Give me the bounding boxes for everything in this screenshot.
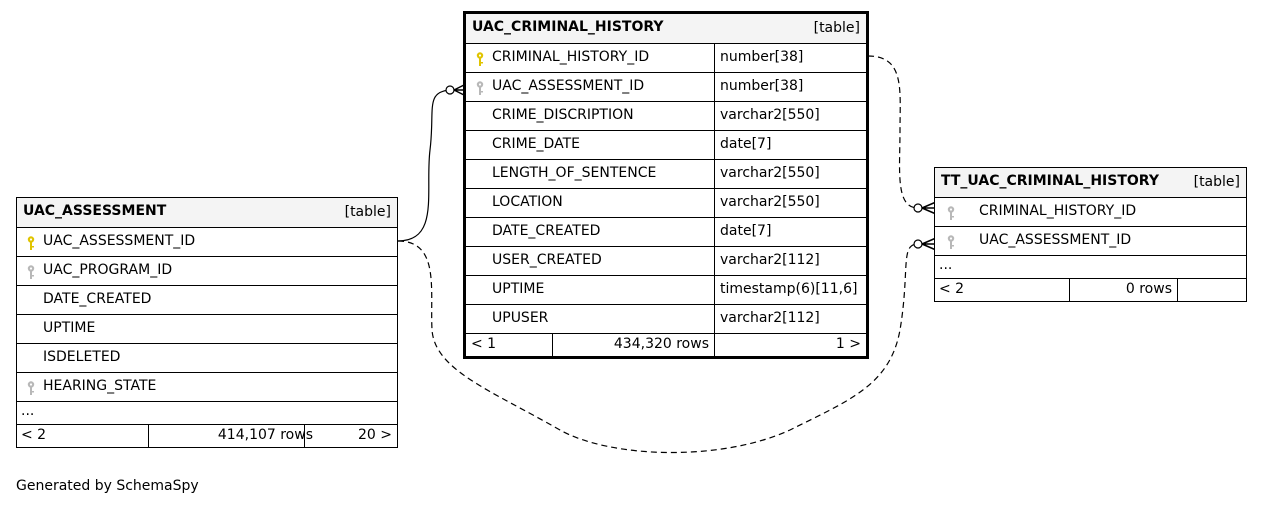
row-count: 414,107 rows	[217, 427, 313, 443]
table-uac-criminal-history[interactable]: UAC_CRIMINAL_HISTORY [table] CRIMINAL_HI…	[463, 11, 869, 359]
table-type: [table]	[344, 204, 391, 220]
column-type: date[7]	[720, 223, 772, 239]
column-row[interactable]: CRIMINAL_HISTORY_ID number[38]	[466, 44, 866, 73]
column-name: LENGTH_OF_SENTENCE	[492, 165, 657, 181]
more-columns[interactable]: ...	[17, 402, 397, 425]
column-row[interactable]: DATE_CREATED	[17, 286, 397, 315]
table-footer: < 2 0 rows	[935, 279, 1246, 301]
more-indicator: ...	[939, 257, 953, 273]
table-header: TT_UAC_CRIMINAL_HISTORY [table]	[935, 168, 1246, 198]
column-name: LOCATION	[492, 194, 563, 210]
primary-key-icon	[25, 235, 37, 251]
table-footer: < 2 414,107 rows 20 >	[17, 425, 397, 447]
column-row[interactable]: CRIMINAL_HISTORY_ID	[935, 198, 1246, 227]
column-row[interactable]: UAC_ASSESSMENT_ID	[17, 228, 397, 257]
generated-by-caption: Generated by SchemaSpy	[16, 478, 199, 494]
column-name: DATE_CREATED	[43, 291, 152, 307]
relationship-assessment-to-criminal-history	[397, 89, 451, 242]
column-name: UAC_ASSESSMENT_ID	[492, 78, 645, 94]
column-row[interactable]: LENGTH_OF_SENTENCE varchar2[550]	[466, 160, 866, 189]
relationship-optional-end	[913, 239, 923, 249]
row-count: 0 rows	[1125, 281, 1172, 297]
parents-link[interactable]: < 2	[21, 427, 47, 443]
table-type: [table]	[813, 20, 860, 36]
table-name: UAC_ASSESSMENT	[23, 203, 167, 219]
primary-key-icon	[474, 51, 486, 67]
foreign-key-icon	[25, 264, 37, 280]
foreign-key-icon	[25, 380, 37, 396]
relationship-assessment-to-tt	[397, 240, 919, 454]
column-type: varchar2[550]	[720, 165, 820, 181]
table-header: UAC_CRIMINAL_HISTORY [table]	[466, 14, 866, 44]
column-row[interactable]: CRIME_DISCRIPTION varchar2[550]	[466, 102, 866, 131]
column-type: timestamp(6)[11,6]	[720, 281, 858, 297]
column-name: CRIME_DISCRIPTION	[492, 107, 634, 123]
table-name: TT_UAC_CRIMINAL_HISTORY	[941, 173, 1159, 189]
column-row[interactable]: HEARING_STATE	[17, 373, 397, 402]
table-type: [table]	[1193, 174, 1240, 190]
column-type: varchar2[550]	[720, 107, 820, 123]
column-type: number[38]	[720, 78, 804, 94]
column-name: UPTIME	[43, 320, 96, 336]
row-count: 434,320 rows	[613, 336, 709, 352]
column-type: date[7]	[720, 136, 772, 152]
column-type: varchar2[112]	[720, 252, 820, 268]
column-row[interactable]: UPTIME	[17, 315, 397, 344]
children-link[interactable]: 20 >	[358, 427, 392, 443]
relationship-optional-end	[445, 85, 455, 95]
column-row[interactable]: DATE_CREATED date[7]	[466, 218, 866, 247]
column-name: UAC_PROGRAM_ID	[43, 262, 173, 278]
column-row[interactable]: USER_CREATED varchar2[112]	[466, 247, 866, 276]
relationship-optional-end	[913, 203, 923, 213]
column-row[interactable]: ISDELETED	[17, 344, 397, 373]
column-type: varchar2[112]	[720, 310, 820, 326]
column-name: ISDELETED	[43, 349, 121, 365]
more-indicator: ...	[21, 403, 35, 419]
column-name: DATE_CREATED	[492, 223, 601, 239]
column-row[interactable]: LOCATION varchar2[550]	[466, 189, 866, 218]
foreign-key-icon	[945, 205, 957, 221]
column-name: CRIME_DATE	[492, 136, 580, 152]
column-name: CRIMINAL_HISTORY_ID	[979, 203, 1137, 219]
column-name: USER_CREATED	[492, 252, 602, 268]
column-row[interactable]: UAC_ASSESSMENT_ID	[935, 227, 1246, 256]
more-columns[interactable]: ...	[935, 256, 1246, 279]
table-uac-assessment[interactable]: UAC_ASSESSMENT [table] UAC_ASSESSMENT_ID…	[16, 197, 398, 448]
table-tt-uac-criminal-history[interactable]: TT_UAC_CRIMINAL_HISTORY [table] CRIMINAL…	[934, 167, 1247, 302]
column-name: HEARING_STATE	[43, 378, 157, 394]
table-footer: < 1 434,320 rows 1 >	[466, 334, 866, 356]
column-name: UAC_ASSESSMENT_ID	[979, 232, 1132, 248]
column-row[interactable]: UAC_ASSESSMENT_ID number[38]	[466, 73, 866, 102]
table-header: UAC_ASSESSMENT [table]	[17, 198, 397, 228]
relationship-crowfoot	[921, 237, 937, 251]
column-row[interactable]: UAC_PROGRAM_ID	[17, 257, 397, 286]
relationship-criminal-history-to-tt	[867, 55, 919, 209]
column-name: CRIMINAL_HISTORY_ID	[492, 49, 650, 65]
foreign-key-icon	[474, 80, 486, 96]
column-row[interactable]: UPTIME timestamp(6)[11,6]	[466, 276, 866, 305]
column-name: UPTIME	[492, 281, 545, 297]
relationship-crowfoot	[921, 201, 937, 215]
column-type: varchar2[550]	[720, 194, 820, 210]
children-link[interactable]: 1 >	[835, 336, 861, 352]
parents-link[interactable]: < 2	[939, 281, 965, 297]
column-type: number[38]	[720, 49, 804, 65]
parents-link[interactable]: < 1	[471, 336, 497, 352]
column-row[interactable]: CRIME_DATE date[7]	[466, 131, 866, 160]
table-name: UAC_CRIMINAL_HISTORY	[472, 19, 664, 35]
column-name: UPUSER	[492, 310, 549, 326]
column-row[interactable]: UPUSER varchar2[112]	[466, 305, 866, 334]
column-name: UAC_ASSESSMENT_ID	[43, 233, 196, 249]
foreign-key-icon	[945, 234, 957, 250]
